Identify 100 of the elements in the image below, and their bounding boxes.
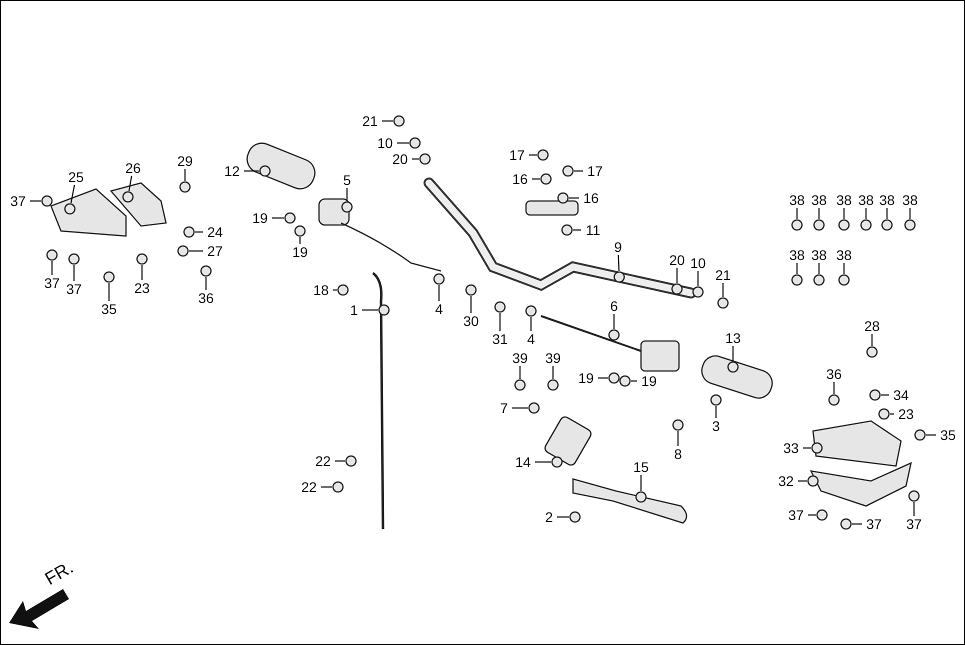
callout-number: 39	[512, 351, 528, 365]
part-marker	[103, 271, 115, 283]
callout-number: 37	[10, 194, 26, 208]
leader-line	[677, 431, 679, 446]
leader-line	[532, 178, 540, 180]
leader-line	[512, 407, 528, 409]
callout-number: 24	[207, 225, 223, 239]
leader-line	[346, 188, 348, 201]
part-marker	[540, 173, 552, 185]
callout-number: 28	[864, 319, 880, 333]
part-marker	[860, 219, 872, 231]
part-marker	[671, 283, 683, 295]
callout-number: 5	[343, 173, 351, 187]
callout-number: 1	[350, 303, 358, 317]
leader-line	[189, 250, 203, 252]
part-marker	[537, 149, 549, 161]
part-marker	[838, 274, 850, 286]
part-marker	[878, 408, 890, 420]
leader-line	[833, 382, 835, 394]
part-marker	[514, 379, 526, 391]
callout-number: 23	[898, 407, 914, 421]
leader-line	[244, 170, 259, 172]
leader-line	[499, 313, 501, 331]
part-marker	[46, 249, 58, 261]
callout-number: 38	[902, 193, 918, 207]
leader-line	[51, 261, 53, 275]
part-marker	[727, 361, 739, 373]
callout-number: 15	[633, 460, 649, 474]
part-marker	[494, 301, 506, 313]
callout-number: 34	[893, 388, 909, 402]
leader-line	[640, 475, 642, 491]
part-marker	[672, 419, 684, 431]
part-marker	[791, 274, 803, 286]
callout-number: 19	[292, 245, 308, 259]
part-marker	[811, 442, 823, 454]
part-marker	[869, 389, 881, 401]
callout-number: 38	[789, 193, 805, 207]
leader-line	[871, 334, 873, 346]
callout-number: 37	[66, 282, 82, 296]
part-marker	[838, 219, 850, 231]
part-marker	[569, 511, 581, 523]
part-marker	[465, 284, 477, 296]
callout-number: 37	[788, 508, 804, 522]
leader-line	[470, 296, 472, 313]
leader-line	[732, 346, 734, 361]
leader-line	[909, 208, 911, 219]
part-marker	[866, 346, 878, 358]
leader-line	[676, 268, 678, 283]
callout-number: 37	[866, 517, 882, 531]
leader-line	[818, 208, 820, 219]
callout-number: 37	[44, 276, 60, 290]
part-marker	[332, 481, 344, 493]
part-marker	[179, 181, 191, 193]
leader-line	[913, 502, 915, 516]
callout-number: 31	[492, 332, 508, 346]
leader-line	[852, 523, 862, 525]
part-marker	[608, 372, 620, 384]
callout-number: 27	[207, 244, 223, 258]
callout-number: 21	[715, 268, 731, 282]
leader-line	[108, 283, 110, 301]
leader-line	[438, 285, 440, 301]
leader-line	[865, 208, 867, 219]
part-marker	[840, 518, 852, 530]
part-marker	[200, 265, 212, 277]
part-marker	[813, 274, 825, 286]
callout-number: 30	[463, 314, 479, 328]
leader-line	[613, 314, 615, 329]
part-marker	[562, 165, 574, 177]
part-marker	[547, 379, 559, 391]
callout-number: 22	[301, 480, 317, 494]
part-marker	[337, 284, 349, 296]
part-marker	[828, 394, 840, 406]
callout-number: 8	[674, 447, 682, 461]
leader-line	[519, 366, 521, 379]
part-marker	[378, 304, 390, 316]
part-marker	[393, 115, 405, 127]
callout-number: 4	[527, 332, 535, 346]
callout-number: 2	[545, 510, 553, 524]
leader-line	[803, 447, 811, 449]
callout-number: 12	[224, 164, 240, 178]
part-marker	[561, 224, 573, 236]
callout-number: 11	[586, 223, 600, 237]
callout-number: 14	[515, 455, 531, 469]
callout-number: 38	[811, 193, 827, 207]
part-marker	[177, 245, 189, 257]
callout-number: 4	[435, 302, 443, 316]
leader-line	[195, 231, 203, 233]
leader-line	[70, 184, 76, 204]
callout-number: 23	[134, 281, 150, 295]
callout-number: 39	[545, 351, 561, 365]
leader-line	[535, 461, 551, 463]
part-marker	[717, 297, 729, 309]
leader-line	[808, 514, 816, 516]
part-marker	[635, 491, 647, 503]
callout-number: 29	[177, 154, 193, 168]
leader-line	[796, 208, 798, 219]
leader-line	[631, 380, 637, 382]
callout-number: 10	[377, 136, 393, 150]
part-marker	[419, 153, 431, 165]
callout-number: 33	[783, 441, 799, 455]
